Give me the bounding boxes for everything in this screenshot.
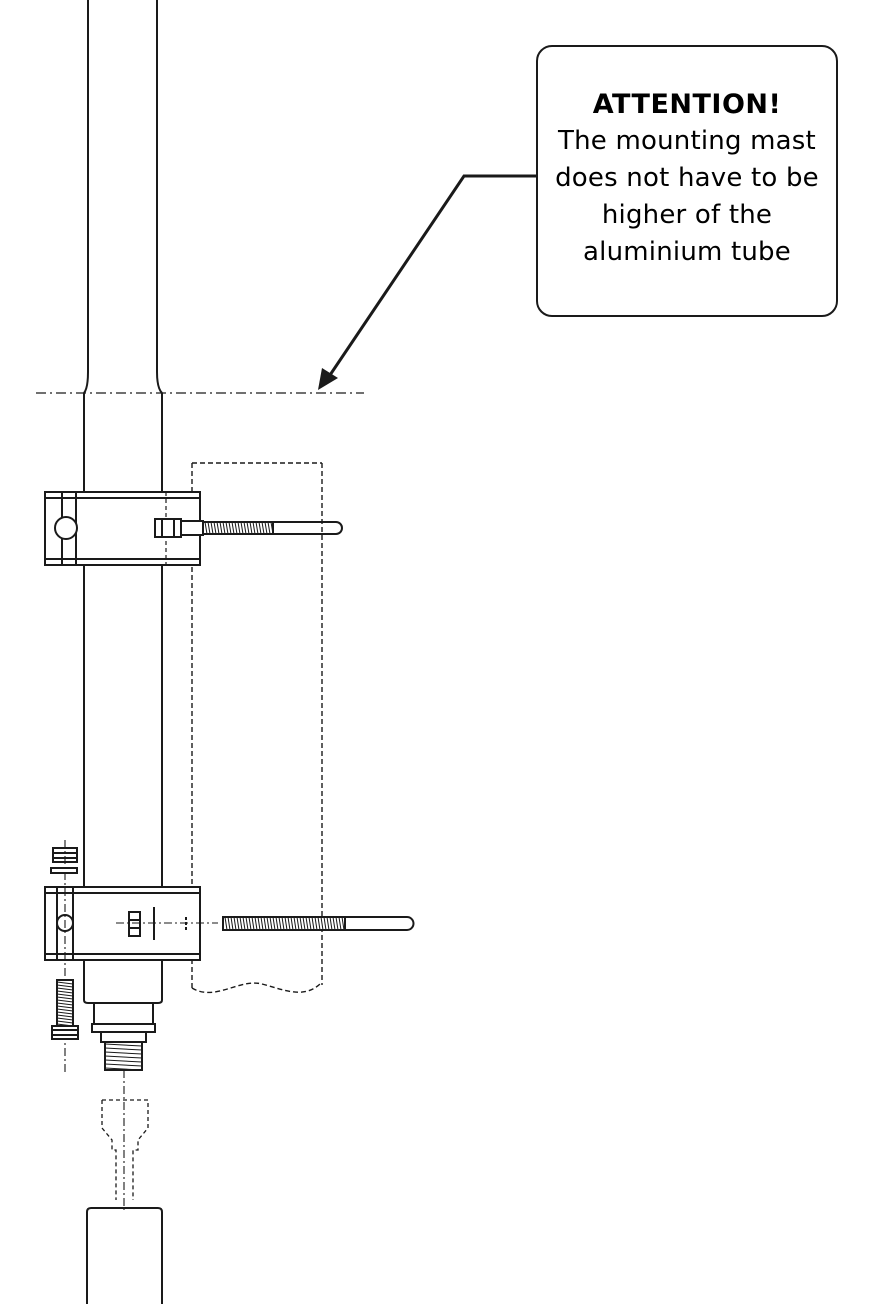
callout-line-1: The mounting mast [558, 126, 816, 156]
callout-line-2: does not have to be [555, 163, 819, 193]
callout-line-3: higher of the [601, 200, 773, 230]
mast-bottom-segment [86, 1207, 163, 1304]
n-connector [91, 1002, 156, 1210]
antenna-radome [83, 0, 163, 394]
upper-u-bolt [154, 518, 343, 538]
attention-callout: ATTENTION! The mounting mast does not ha… [536, 45, 838, 317]
lower-clamp [44, 886, 218, 961]
leader-arrow [318, 174, 536, 390]
upper-clamp [44, 491, 201, 566]
callout-title: ATTENTION! [592, 89, 782, 120]
clamp-screw-assembly [50, 840, 79, 1075]
lower-threaded-rod [222, 916, 415, 931]
callout-line-4: aluminium tube [583, 237, 791, 267]
mounting-mast-dashed [191, 462, 323, 994]
cable-connector-dashed [101, 1099, 149, 1200]
